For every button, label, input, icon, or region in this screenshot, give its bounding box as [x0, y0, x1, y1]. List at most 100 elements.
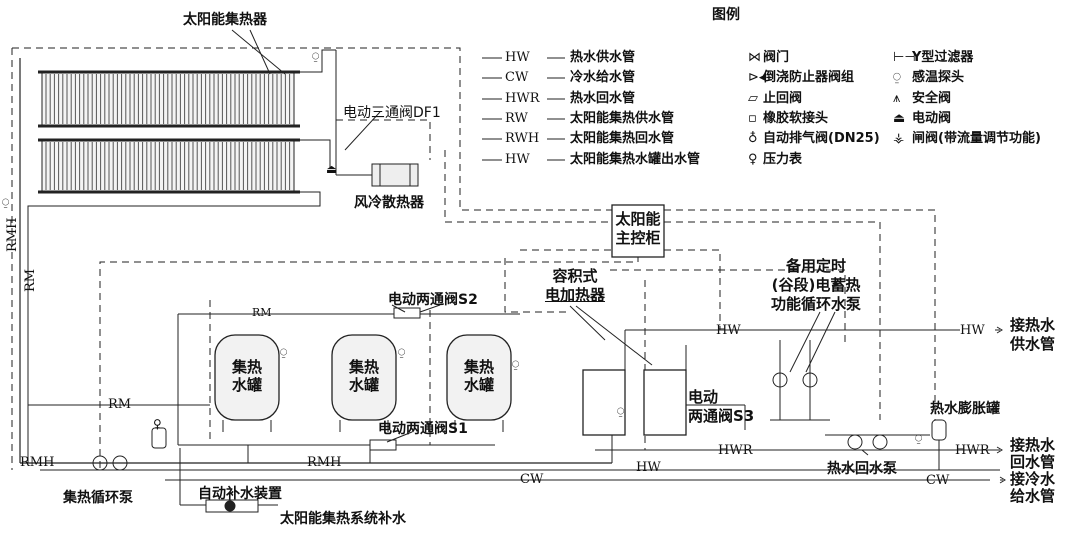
controller-label-line1: 太阳能: [615, 210, 661, 228]
pipe-label-hwr-mid: HWR: [718, 443, 753, 458]
legend-symbol-name: 电动阀: [912, 111, 952, 126]
safety-valve-icon: ⩚: [893, 91, 901, 106]
solar-collector-label: 太阳能集热器: [183, 12, 267, 28]
legend-symbol-name: 止回阀: [763, 91, 803, 106]
auto-vent-valve-icon: ♁: [748, 131, 758, 146]
heater-2: [643, 369, 687, 436]
pipe-label-cw-right: CW: [926, 473, 950, 488]
legend-symbol-name: 阀门: [763, 50, 790, 65]
heater-1: [582, 369, 626, 436]
air-cooler-label: 风冷散热器: [354, 195, 424, 211]
tank-1: [214, 334, 280, 421]
legend-symbol-name: 感温探头: [912, 70, 965, 85]
legend-pipe-name: 太阳能集热回水管: [570, 131, 675, 146]
balancing-valve-icon: ⚶: [893, 131, 905, 146]
tank-2: [331, 334, 397, 421]
tank-3: [446, 334, 512, 421]
temperature-probe-icon: ⍜: [915, 431, 923, 445]
to-hw-return-label-line1: 接热水: [1010, 436, 1056, 454]
pressure-gauge-icon: ♀: [153, 417, 162, 431]
pipe-label-hwr-right: HWR: [955, 443, 990, 458]
to-cw-label-line2: 给水管: [1010, 487, 1056, 505]
tank-2-label-line2: 水罐: [348, 376, 379, 394]
to-cw-label-line1: 接冷水: [1010, 470, 1056, 488]
gate-valve-icon: ⋈: [748, 50, 761, 65]
return-pump-label: 热水回水泵: [827, 461, 897, 477]
to-cw-label: 接冷水 给水管: [1010, 471, 1070, 505]
tank-2-label-line1: 集热: [348, 358, 379, 376]
legend-symbol-name: 自动排气阀(DN25): [763, 131, 880, 146]
controller-box: [611, 204, 665, 258]
legend-pipe-name: 热水回水管: [570, 91, 636, 106]
legend-pipe-name: 太阳能集热水罐出水管: [570, 152, 701, 167]
air-cooler-body: [371, 163, 419, 187]
expansion-tank-label: 热水膨胀罐: [930, 401, 1000, 417]
temperature-probe-icon: ⍜: [280, 345, 288, 359]
to-hw-supply-label: 接热水 供水管: [1010, 316, 1070, 354]
valve-s3-label-line2: 两通阀S3: [688, 407, 755, 425]
tank-2-label: 集热 水罐: [339, 358, 389, 394]
pipe-label-rmh-bottom-mid: RMH: [307, 455, 342, 470]
legend-symbol-name: 安全阀: [912, 91, 952, 106]
pipe-label-rm-vertical: RM: [23, 268, 38, 292]
backflow-preventer-icon: ⊳◂: [748, 70, 766, 85]
to-hw-supply-label-line2: 供水管: [1010, 335, 1056, 353]
temperature-probe-icon: ⍜: [2, 195, 10, 209]
temperature-probe-icon: ⍜: [512, 357, 520, 371]
legend-symbol-name: 闸阀(带流量调节功能): [912, 131, 1041, 146]
legend-symbol-name: 橡胶软接头: [763, 111, 829, 126]
three-way-valve-label: 电动三通阀DF1: [343, 105, 441, 121]
controller-label-line2: 主控柜: [615, 229, 661, 247]
legend-symbol-name: 倒浇防止器阀组: [763, 70, 855, 85]
legend-symbol-name: Y型过滤器: [912, 50, 974, 65]
legend-pipe-code: RWH: [505, 131, 540, 146]
system-makeup-label: 太阳能集热系统补水: [280, 511, 406, 527]
legend-pipe-code: HW: [505, 152, 530, 167]
to-hw-return-label-line2: 回水管: [1010, 453, 1056, 471]
valve-s1-label: 电动两通阀S1: [378, 421, 468, 437]
rubber-joint-icon: ▫: [748, 111, 757, 126]
tank-1-label: 集热 水罐: [222, 358, 272, 394]
tank-1-label-line1: 集热: [231, 358, 262, 376]
pipe-label-hw-mid: HW: [716, 323, 741, 338]
legend-pipe-code: HW: [505, 50, 530, 65]
legend-pipe-code: HWR: [505, 91, 540, 106]
tank-3-label: 集热 水罐: [454, 358, 504, 394]
tank-3-label-line1: 集热: [463, 358, 494, 376]
check-valve-icon: ▱: [748, 91, 758, 106]
solar-collector-lower: [38, 138, 300, 194]
motorized-valve-icon: ⏏: [326, 162, 338, 176]
backup-pump-label-line2: (谷段)电蓄热: [771, 276, 861, 294]
valve-s3-label: 电动 两通阀S3: [688, 388, 768, 426]
legend-pipe-name: 太阳能集热供水管: [570, 111, 675, 126]
pipe-label-rm-top: RM: [252, 306, 272, 319]
pipe-label-rmh-bottom-left: RMH: [20, 455, 55, 470]
electric-heater-label-line1: 容积式: [552, 267, 598, 285]
backup-pump-label-line1: 备用定时: [785, 257, 846, 275]
to-hw-supply-label-line1: 接热水: [1010, 316, 1056, 334]
y-strainer-icon: ⊢⊣: [893, 50, 916, 65]
pipe-label-rmh-vertical: RMH: [5, 217, 20, 252]
pressure-gauge-icon: ♀: [748, 152, 758, 167]
pipe-label-hw-right: HW: [960, 323, 985, 338]
valve-s3-label-line1: 电动: [688, 388, 719, 406]
legend-pipe-name: 冷水给水管: [570, 70, 636, 85]
electric-heater-label-line2: 电加热器: [544, 286, 605, 304]
valve-s2-label: 电动两通阀S2: [388, 292, 478, 308]
legend-pipe-code: CW: [505, 70, 529, 85]
temperature-probe-icon: ⍜: [617, 404, 625, 418]
backup-pump-label: 备用定时 (谷段)电蓄热 功能循环水泵: [766, 257, 866, 314]
auto-makeup-label: 自动补水装置: [198, 486, 282, 502]
pipe-label-hw-bottom: HW: [636, 460, 661, 475]
legend-pipe-code: RW: [505, 111, 528, 126]
tank-3-label-line2: 水罐: [463, 376, 494, 394]
temperature-probe-icon: ⍜: [893, 70, 901, 85]
electric-heater-label: 容积式 电加热器: [540, 267, 610, 305]
pipe-label-rm-left: RM: [108, 397, 132, 412]
tank-1-label-line2: 水罐: [231, 376, 262, 394]
motorized-valve-icon: ⏏: [893, 111, 906, 126]
backup-pump-label-line3: 功能循环水泵: [770, 295, 861, 313]
solar-collector-upper: [38, 70, 300, 128]
